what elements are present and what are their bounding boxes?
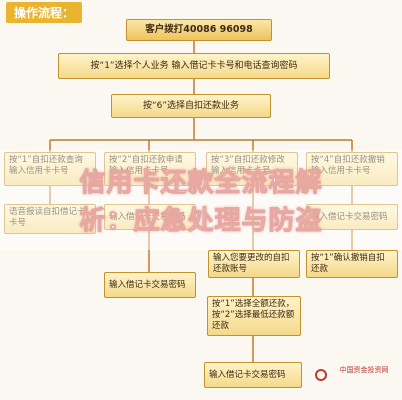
step-select-repay: 按“6”选择自扣还款业务 [111,94,271,118]
site-logo-icon [315,369,327,381]
option-cancel: 按“4”自扣还款撤销 输入信用卡卡号 [306,152,398,186]
step-debit-password-apply: 输入借记卡交易密码 [104,204,196,230]
step-debit-password-final: 输入借记卡交易密码 [204,362,302,388]
step-voice-readout: 语音报读自扣借记卡卡号 [4,204,96,234]
overlay-title-line-1: 信用卡还款全流程解 [79,168,323,199]
step-debit-password-cancel: 输入借记卡交易密码 [306,204,398,230]
step-pay-mode: 按“1”选择全额还款，按“2”选择最低还款额还款 [207,296,301,336]
step-call-hotline: 客户拨打40086 96098 [126,19,272,41]
option-query: 按“1”自扣还款查询 输入信用卡卡号 [4,152,96,186]
step-change-account: 输入您要更改的自扣还款账号 [208,250,300,278]
step-debit-password-next: 输入借记卡交易密码 [104,272,196,298]
step-confirm-cancel: 按“1”确认撤销自扣还款 [306,250,398,278]
option-modify: 按“3”自扣还款修改 输入信用卡卡号 [206,152,298,186]
title-overlay-band [0,150,402,250]
step-select-personal: 按“1”选择个人业务 输入借记卡卡号和电话查询密码 [58,53,330,79]
page-title: 操作流程： [6,2,83,23]
option-apply: 按“2”自扣还款申请 输入信用卡卡号 [104,152,196,186]
overlay-title-line-2: 析：应急处理与防盗 [79,206,323,237]
watermark-text: 中国资金投资网 [339,366,389,374]
